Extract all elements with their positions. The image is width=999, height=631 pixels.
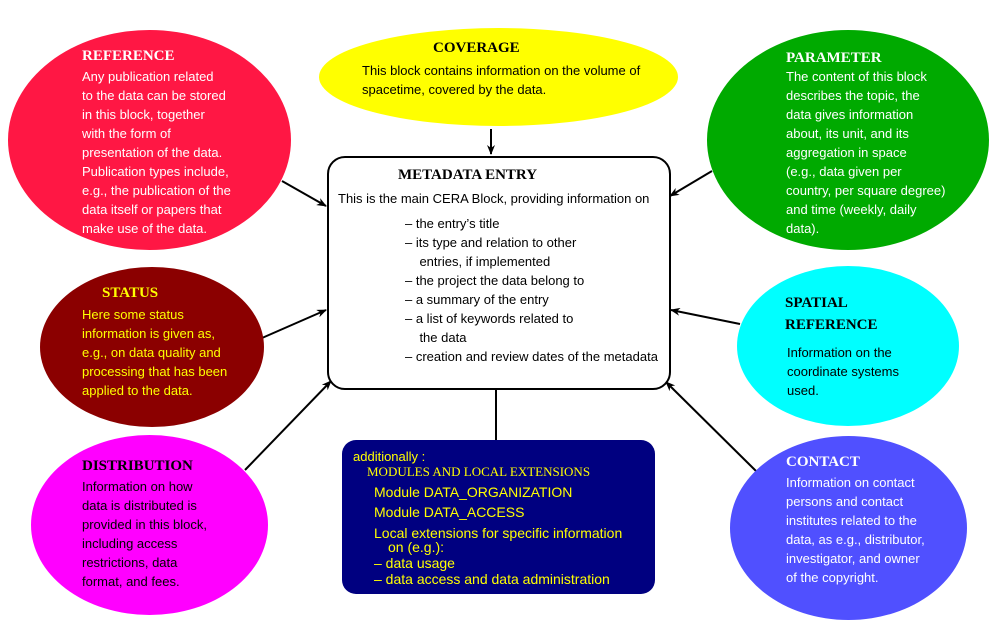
metadata-entry-item: the data	[405, 330, 467, 345]
metadata-entry-item: – the entry’s title	[405, 216, 500, 231]
metadata-entry-item: – creation and review dates of the metad…	[405, 349, 658, 364]
distribution-text: Information on how data is distributed i…	[82, 479, 208, 589]
arrow-status-to-entry	[261, 309, 327, 339]
extensions-heading: MODULES AND LOCAL EXTENSIONS	[367, 464, 591, 479]
extensions-lead: additionally :	[353, 449, 426, 464]
extensions-bullet-2: – data access and data administration	[374, 571, 610, 587]
metadata-entry-item: – its type and relation to other	[405, 235, 577, 250]
metadata-entry-intro: This is the main CERA Block, providing i…	[338, 191, 650, 206]
metadata-entry-item: – the project the data belong to	[405, 273, 585, 288]
extensions-local-line-2: on (e.g.):	[388, 539, 445, 555]
metadata-entry-item: – a summary of the entry	[405, 292, 549, 307]
spatial-reference-text: Information on the coordinate systems us…	[787, 345, 899, 398]
modules-extensions-block: additionally : MODULES AND LOCAL EXTENSI…	[342, 440, 655, 594]
metadata-entry-title: METADATA ENTRY	[398, 167, 538, 183]
distribution-title: DISTRIBUTION	[82, 458, 193, 474]
metadata-entry-item: entries, if implemented	[405, 254, 551, 269]
arrow-spatial-to-entry	[670, 307, 741, 325]
arrow-reference-to-entry	[281, 180, 327, 207]
extensions-local-line-1: Local extensions for specific informatio…	[374, 525, 623, 541]
parameter-title: PARAMETER	[786, 50, 882, 66]
spatial-reference-block	[737, 266, 959, 426]
arrow-parameter-to-entry	[669, 170, 713, 197]
spatial-reference-title-line1: SPATIAL	[785, 295, 848, 311]
arrow-distribution-to-entry	[244, 380, 332, 471]
reference-block	[8, 30, 291, 250]
extensions-bullet-1: – data usage	[374, 555, 455, 571]
status-title: STATUS	[102, 285, 159, 301]
coverage-title: COVERAGE	[433, 40, 520, 56]
status-block	[40, 267, 264, 427]
contact-block	[730, 436, 967, 620]
reference-title: REFERENCE	[82, 48, 175, 64]
arrow-contact-to-entry	[665, 381, 757, 472]
spatial-reference-title-line2: REFERENCE	[785, 317, 878, 333]
distribution-block	[31, 435, 268, 615]
metadata-entry-list: – the entry’s title – its type and relat…	[405, 214, 658, 366]
status-text: Here some status information is given as…	[82, 307, 228, 398]
parameter-block	[707, 30, 989, 250]
extensions-module-2: Module DATA_ACCESS	[374, 504, 525, 520]
contact-text: Information on contact persons and conta…	[786, 475, 925, 585]
reference-text: Any publication related to the data can …	[82, 69, 231, 236]
parameter-text: The content of this block describes the …	[786, 69, 946, 236]
contact-title: CONTACT	[786, 454, 860, 470]
extensions-module-1: Module DATA_ORGANIZATION	[374, 484, 573, 500]
metadata-entry-item: – a list of keywords related to	[405, 311, 574, 326]
metadata-entry-block	[327, 156, 671, 390]
coverage-block	[319, 28, 678, 126]
coverage-text: This block contains information on the v…	[362, 63, 641, 97]
